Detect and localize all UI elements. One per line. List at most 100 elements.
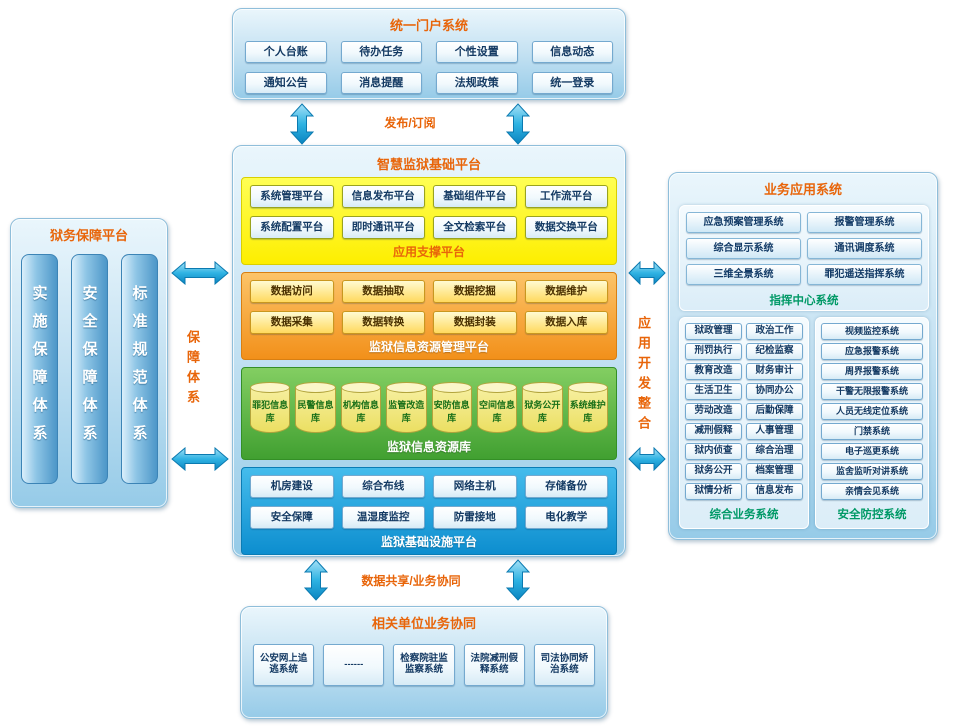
external-collab-item: 司法协同矫治系统 [533,644,595,686]
infrastructure-item: 电化教学 [524,506,608,529]
infrastructure-section: 机房建设 综合布线 网络主机 存储备份 安全保障 温湿度监控 防雷接地 电化教学… [241,467,617,555]
external-collab-title: 相关单位业务协同 [371,616,476,631]
business-item: 教育改造 [685,363,742,380]
db-cylinder: 狱务公开库 [522,382,564,433]
business-item: 财务审计 [746,363,803,380]
command-center-label: 指挥中心系统 [769,295,839,307]
app-support-section: 系统管理平台 信息发布平台 基础组件平台 工作流平台 系统配置平台 即时通讯平台… [241,177,617,265]
business-apps-panel: 业务应用系统 应急预案管理系统 报警管理系统 综合显示系统 通讯调度系统 三维全… [668,172,938,540]
business-item: 刑罚执行 [685,343,742,360]
app-support-item: 信息发布平台 [341,185,425,208]
support-bar: 实施保障体系 [20,254,58,484]
portal-item: 通知公告 [245,72,327,94]
business-item: 协同办公 [746,383,803,400]
security-control-subpanel: 视频监控系统 应急报警系统 周界报警系统 干警无限报警系统 人员无线定位系统 门… [815,317,929,529]
security-item: 应急报警系统 [821,343,923,360]
command-center-item: 通讯调度系统 [807,238,922,259]
db-cylinder: 机构信息库 [340,382,382,433]
infrastructure-item: 存储备份 [524,475,608,498]
data-sharing-label: 数据共享/业务协同 [361,574,461,588]
resource-mgmt-item: 数据入库 [524,311,608,334]
app-support-label: 应用支撑平台 [392,245,465,259]
arrow-collab-right-icon [506,559,530,601]
app-support-item: 数据交换平台 [524,216,608,239]
business-item: 政治工作 [746,323,803,340]
app-support-item: 即时通讯平台 [341,216,425,239]
portal-item: 信息动态 [531,41,613,63]
resource-mgmt-item: 数据封装 [433,311,517,334]
infrastructure-item: 综合布线 [341,475,425,498]
business-item: 劳动改造 [685,403,742,420]
business-item: 狱内侦查 [685,443,742,460]
command-center-item: 应急预案管理系统 [686,212,801,233]
resource-mgmt-item: 数据访问 [250,280,334,303]
portal-item: 法规政策 [436,72,518,94]
business-item: 档案管理 [746,463,803,480]
app-support-item: 工作流平台 [524,185,608,208]
infrastructure-item: 安全保障 [250,506,334,529]
portal-grid: 个人台账 待办任务 个性设置 信息动态 通知公告 消息提醒 法规政策 统一登录 [233,38,625,97]
business-item: 综合治理 [746,443,803,460]
business-item: 减刑假释 [685,423,742,440]
arrow-support-bottom-icon [171,447,229,471]
security-control-label: 安全防控系统 [837,509,907,521]
general-business-subpanel: 狱政管理 政治工作 刑罚执行 纪检监察 教育改造 财务审计 生活卫生 协同办公 … [679,317,809,529]
db-cylinder: 罪犯信息库 [250,382,291,433]
external-collab-item: 法院减刑假释系统 [463,644,525,686]
resource-db-label: 监狱信息资源库 [386,440,471,454]
support-bar: 标准规范体系 [120,254,158,484]
business-item: 后勤保障 [746,403,803,420]
support-platform-panel: 狱务保障平台 实施保障体系 安全保障体系 标准规范体系 [10,218,168,508]
resource-mgmt-item: 数据抽取 [341,280,425,303]
business-item: 狱情分析 [685,483,742,500]
resource-mgmt-item: 数据转换 [341,311,425,334]
infrastructure-label: 监狱基础设施平台 [380,535,477,549]
portal-panel: 统一门户系统 个人台账 待办任务 个性设置 信息动态 通知公告 消息提醒 法规政… [232,8,626,100]
business-item: 信息发布 [746,483,803,500]
security-item: 周界报警系统 [821,363,923,380]
infrastructure-item: 温湿度监控 [341,506,425,529]
business-item: 纪检监察 [746,343,803,360]
support-system-label: 保障体系 [185,330,200,410]
portal-item: 个人台账 [245,41,327,63]
infrastructure-item: 网络主机 [433,475,517,498]
external-collab-item: ------ [323,644,385,686]
portal-item: 个性设置 [436,41,518,63]
app-support-item: 系统管理平台 [250,185,334,208]
base-platform-title: 智慧监狱基础平台 [376,157,481,172]
app-support-item: 系统配置平台 [250,216,334,239]
resource-mgmt-item: 数据挖掘 [433,280,517,303]
arrow-support-top-icon [171,261,229,285]
arrow-portal-left-icon [290,103,314,145]
arrow-apps-top-icon [628,261,666,285]
external-collab-item: 检察院驻监监察系统 [393,644,455,686]
infrastructure-item: 机房建设 [250,475,334,498]
business-item: 狱政管理 [685,323,742,340]
resource-db-section: 罪犯信息库 民警信息库 机构信息库 监管改造库 安防信息库 空间信息库 狱务公开… [241,367,617,460]
publish-subscribe-label: 发布/订阅 [384,116,436,130]
business-item: 狱务公开 [685,463,742,480]
resource-mgmt-label: 监狱信息资源管理平台 [368,340,489,354]
security-item: 电子巡更系统 [821,443,923,460]
security-item: 人员无线定位系统 [821,403,923,420]
portal-item: 消息提醒 [340,72,422,94]
support-bar: 安全保障体系 [70,254,108,484]
base-platform-panel: 智慧监狱基础平台 系统管理平台 信息发布平台 基础组件平台 工作流平台 系统配置… [232,145,626,557]
command-center-item: 罪犯遥送指挥系统 [807,264,922,285]
support-bars: 实施保障体系 安全保障体系 标准规范体系 [11,248,167,490]
security-item: 干警无限报警系统 [821,383,923,400]
portal-item: 待办任务 [340,41,422,63]
portal-item: 统一登录 [531,72,613,94]
db-cylinder: 空间信息库 [476,382,518,433]
resource-mgmt-section: 数据访问 数据抽取 数据挖掘 数据维护 数据采集 数据转换 数据封装 数据入库 … [241,272,617,360]
arrow-portal-right-icon [506,103,530,145]
security-item: 门禁系统 [821,423,923,440]
db-cylinder: 监管改造库 [386,382,427,433]
portal-title: 统一门户系统 [389,18,468,33]
arrow-collab-left-icon [304,559,328,601]
app-support-item: 基础组件平台 [433,185,517,208]
command-center-item: 报警管理系统 [807,212,922,233]
command-center-subpanel: 应急预案管理系统 报警管理系统 综合显示系统 通讯调度系统 三维全景系统 罪犯遥… [679,205,929,311]
resource-mgmt-item: 数据采集 [250,311,334,334]
